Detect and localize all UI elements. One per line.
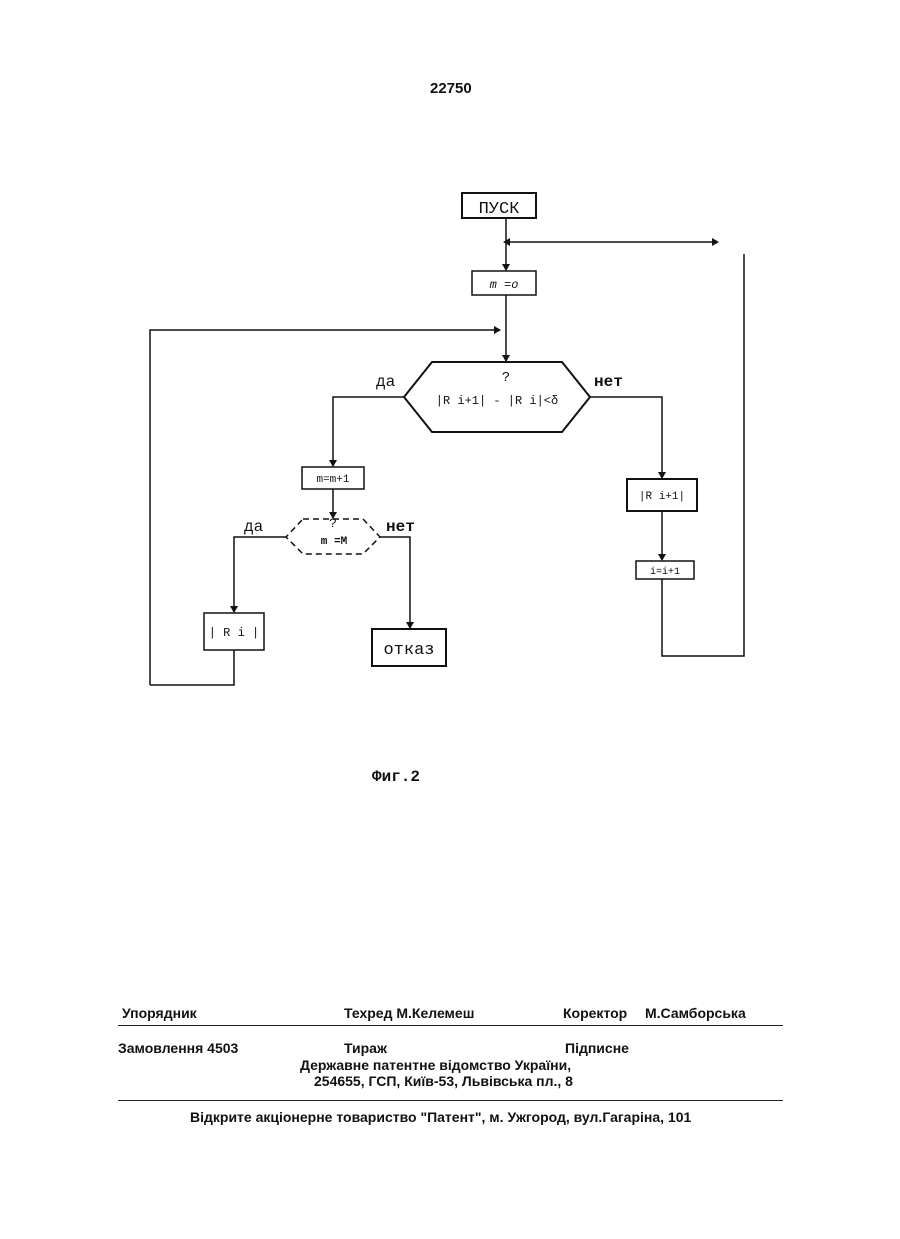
corrector-label: Коректор [563, 1005, 627, 1021]
increment-i-label: i=i+1 [650, 566, 680, 578]
figure-caption: Фиг.2 [372, 768, 420, 786]
bottom-rule [118, 1100, 783, 1101]
compiler-label: Упорядник [122, 1005, 197, 1021]
publisher: Відкрите акціонерне товариство "Патент",… [190, 1109, 691, 1125]
output-ri-label: | R i | [209, 626, 259, 640]
order-number: Замовлення 4503 [118, 1040, 238, 1056]
init-label: m =o [490, 278, 519, 292]
subscription: Підписне [565, 1040, 629, 1056]
top-rule [118, 1025, 783, 1026]
increment-m-label: m=m+1 [316, 474, 349, 486]
main-condition-label: |R i+1| - |R i|<δ [436, 394, 558, 408]
yes-m-label: да [244, 518, 264, 536]
start-label: ПУСК [479, 200, 520, 219]
office-line-1: Державне патентне відомство України, [300, 1057, 571, 1073]
office-line-2: 254655, ГСП, Київ-53, Львівська пл., 8 [314, 1073, 573, 1089]
no-main-label: нет [594, 373, 623, 391]
circulation: Тираж [344, 1040, 387, 1056]
reject-label: отказ [383, 641, 434, 660]
flowchart: ПУСК m =o ? |R i+1| - |R i|<δ да нет m=m… [0, 0, 900, 800]
m-question-mark: ? [329, 516, 337, 531]
techeditor: Техред М.Келемеш [344, 1005, 474, 1021]
yes-main-label: да [376, 373, 396, 391]
main-question-mark: ? [502, 370, 510, 386]
m-condition-label: m =M [321, 536, 348, 548]
corrector-name: М.Самборська [645, 1005, 746, 1021]
compute-next-label: |R i+1| [639, 491, 685, 503]
no-m-label: нет [386, 518, 415, 536]
